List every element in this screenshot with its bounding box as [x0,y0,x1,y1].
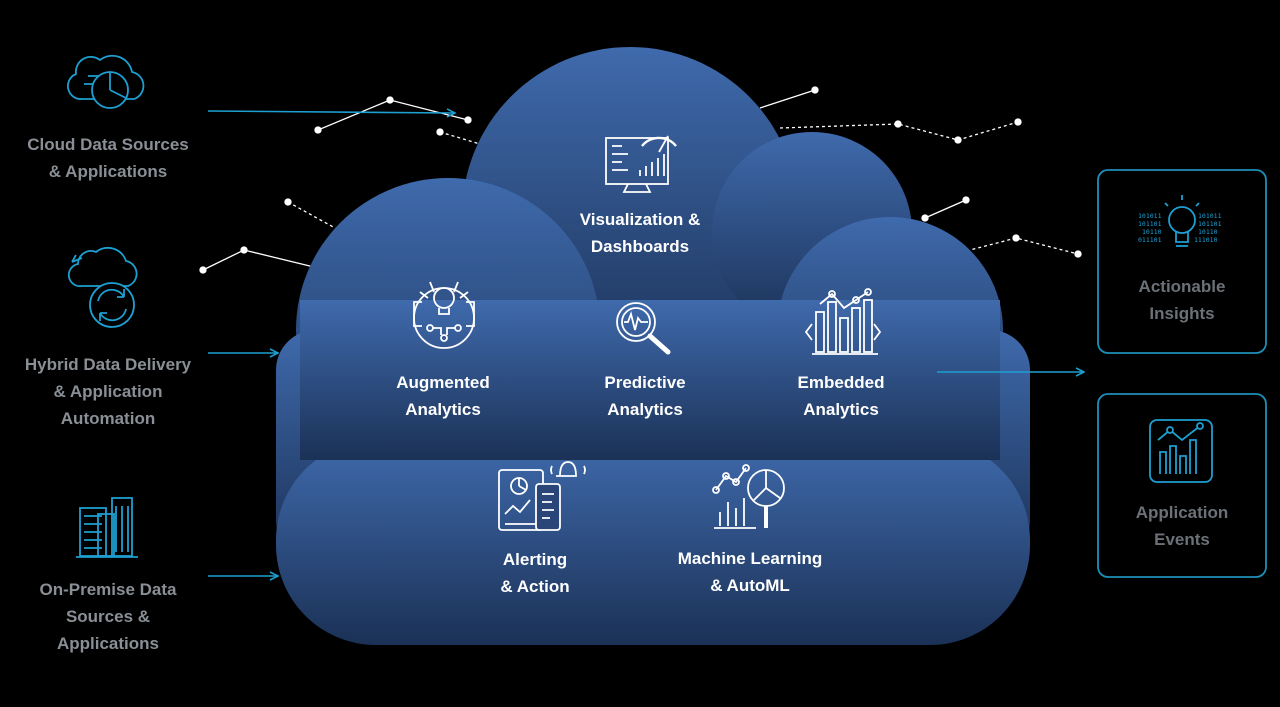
svg-text:011101: 011101 [1138,236,1162,244]
capability-label-alerting: Alerting& Action [500,550,570,596]
capability-label-machine-learning: Machine Learning& AutoML [677,549,823,595]
svg-text:101101: 101101 [1138,220,1162,228]
capability-label-visualization: Visualization &Dashboards [579,210,701,256]
svg-text:101011: 101011 [1198,212,1222,220]
network-lines [199,86,1082,274]
chart-magnifier-icon [712,464,785,529]
buildings-icon [76,497,138,558]
cloud-chart-icon [67,54,145,109]
svg-text:101011: 101011 [1138,212,1162,220]
svg-text:10110: 10110 [1198,228,1218,236]
flow-arrows [207,111,1084,576]
cloud-sync-icon [67,246,138,328]
bar-chart-code-icon [804,288,882,355]
chart-box-icon [1149,419,1213,483]
monitor-dashboard-icon [605,135,677,193]
application-events-box [1097,393,1267,578]
source-label-cloud: Cloud Data Sources& Applications [27,135,189,181]
analytics-cloud [276,47,1030,645]
lightbulb-gear-icon [413,281,475,349]
magnifier-pulse-icon [616,302,671,355]
arrow-cloud-sources [207,111,455,113]
svg-text:101101: 101101 [1198,220,1222,228]
svg-text:10110: 10110 [1142,228,1162,236]
actionable-insights-box [1097,169,1267,354]
svg-text:111010: 111010 [1194,236,1218,244]
devices-bell-icon [498,461,586,531]
